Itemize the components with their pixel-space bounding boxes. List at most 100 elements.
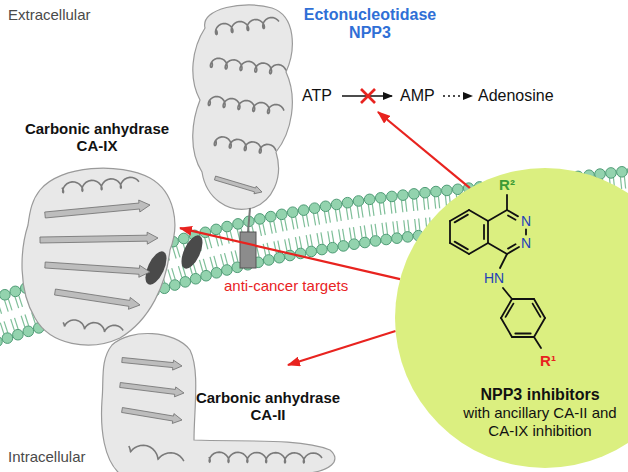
dotted-arrow xyxy=(443,95,472,97)
helix-ribbon xyxy=(63,320,123,332)
lipid-tail xyxy=(317,233,319,245)
block-cross xyxy=(361,89,375,103)
lipid-head xyxy=(287,207,298,218)
node-title: Ectonucleotidase NPP3 xyxy=(295,6,445,43)
lipid-tail xyxy=(371,224,373,236)
lipid-tail xyxy=(303,215,305,227)
transmembrane-anchor xyxy=(141,248,171,287)
lipid-tail xyxy=(328,231,330,243)
lipid-head xyxy=(222,265,233,276)
lipid-tail xyxy=(8,299,12,310)
lipid-head xyxy=(190,273,201,284)
transmembrane-anchor xyxy=(177,232,207,271)
lipid-tail xyxy=(624,177,625,189)
beta-strand xyxy=(55,289,140,309)
lipid-tail xyxy=(274,221,276,233)
lipid-tail xyxy=(5,300,9,311)
helix-ribbon xyxy=(209,452,322,463)
block-cross xyxy=(361,89,375,103)
text-group: Carbonic anhydrase CA-IX xyxy=(14,120,180,155)
protein-stalk xyxy=(248,208,250,232)
lipid-tail xyxy=(424,198,425,210)
lipid-tail xyxy=(364,225,366,237)
membrane-anchor xyxy=(240,232,256,268)
lipid-tail xyxy=(214,256,217,268)
beta-strand xyxy=(40,232,158,244)
lipid-head xyxy=(180,277,191,288)
lipid-tail xyxy=(224,253,227,265)
helix-ribbon xyxy=(215,18,279,35)
lipid-head xyxy=(402,232,413,243)
lipid-head xyxy=(331,199,342,210)
lipid-head xyxy=(178,233,189,244)
lipid-head xyxy=(349,239,360,250)
lipid-head xyxy=(274,252,285,263)
lipid-tail xyxy=(393,222,394,234)
lipid-head xyxy=(370,236,381,247)
lipid-head xyxy=(306,246,317,257)
lipid-tail xyxy=(317,213,319,225)
helix-ribbon xyxy=(210,58,286,74)
helix-ribbon xyxy=(214,137,276,153)
lipid-tail xyxy=(15,297,19,308)
protein-label: Carbonic anhydrase CA-IX xyxy=(14,120,180,350)
lipid-head xyxy=(342,197,353,208)
beta-strand xyxy=(45,200,150,218)
lipid-head xyxy=(23,326,34,337)
lipid-tail xyxy=(178,266,181,277)
lipid-tail xyxy=(203,259,206,271)
node-title: Carbonic anhydrase CA-II xyxy=(190,389,346,424)
lipid-head xyxy=(263,255,274,266)
lipid-tail xyxy=(332,231,334,243)
lipid-tail xyxy=(324,212,326,224)
reaction-species: AMP xyxy=(400,87,435,105)
lipid-tail xyxy=(375,224,377,236)
lipid-tail xyxy=(226,232,229,244)
lipid-tail xyxy=(335,210,337,222)
lipid-tail xyxy=(339,209,341,221)
lipid-head xyxy=(452,184,463,195)
lipid-head xyxy=(211,224,222,235)
lipid-head xyxy=(617,167,628,178)
lipid-tail xyxy=(383,203,385,215)
text-group: Ectonucleotidase NPP3 xyxy=(295,6,445,43)
lipid-tail xyxy=(307,215,309,227)
lipid-tail xyxy=(219,234,222,246)
lipid-head xyxy=(13,329,24,340)
lipid-tail xyxy=(349,228,351,240)
lipid-tail xyxy=(353,227,355,239)
lipid-head xyxy=(276,209,287,220)
beta-strand xyxy=(214,176,262,194)
lipid-tail xyxy=(321,232,323,244)
lipid-head xyxy=(2,333,13,344)
lipid-tail xyxy=(404,220,405,232)
lipid-tail xyxy=(413,199,414,211)
lipid-head xyxy=(353,196,364,207)
lipid-tail xyxy=(285,239,287,251)
target-arrow xyxy=(378,112,470,188)
lipid-head xyxy=(298,205,309,216)
lipid-head xyxy=(442,185,453,196)
lipid-tail xyxy=(172,268,176,279)
lipid-head xyxy=(0,289,10,300)
lipid-tail xyxy=(25,315,29,326)
target-arrow xyxy=(288,331,396,365)
lipid-tail xyxy=(397,221,398,233)
bond-lines xyxy=(450,195,545,348)
lipid-tail xyxy=(408,220,409,232)
beta-strand xyxy=(45,262,150,277)
lipid-tail xyxy=(346,208,348,220)
lipid-head xyxy=(387,191,398,202)
lipid-tail xyxy=(270,222,272,234)
node-title: NPP3 inhibitors xyxy=(455,386,625,404)
lipid-tail xyxy=(357,206,359,218)
lipid-head xyxy=(360,237,371,248)
lipid-tail xyxy=(434,197,435,209)
lipid-head xyxy=(327,242,338,253)
lipid-tail xyxy=(231,251,234,263)
lipid-tail xyxy=(168,269,172,280)
text-group: NPP3 inhibitorswith ancillary CA-II and … xyxy=(455,386,625,439)
lipid-tail xyxy=(263,223,266,235)
helix-ribbon xyxy=(129,445,184,461)
